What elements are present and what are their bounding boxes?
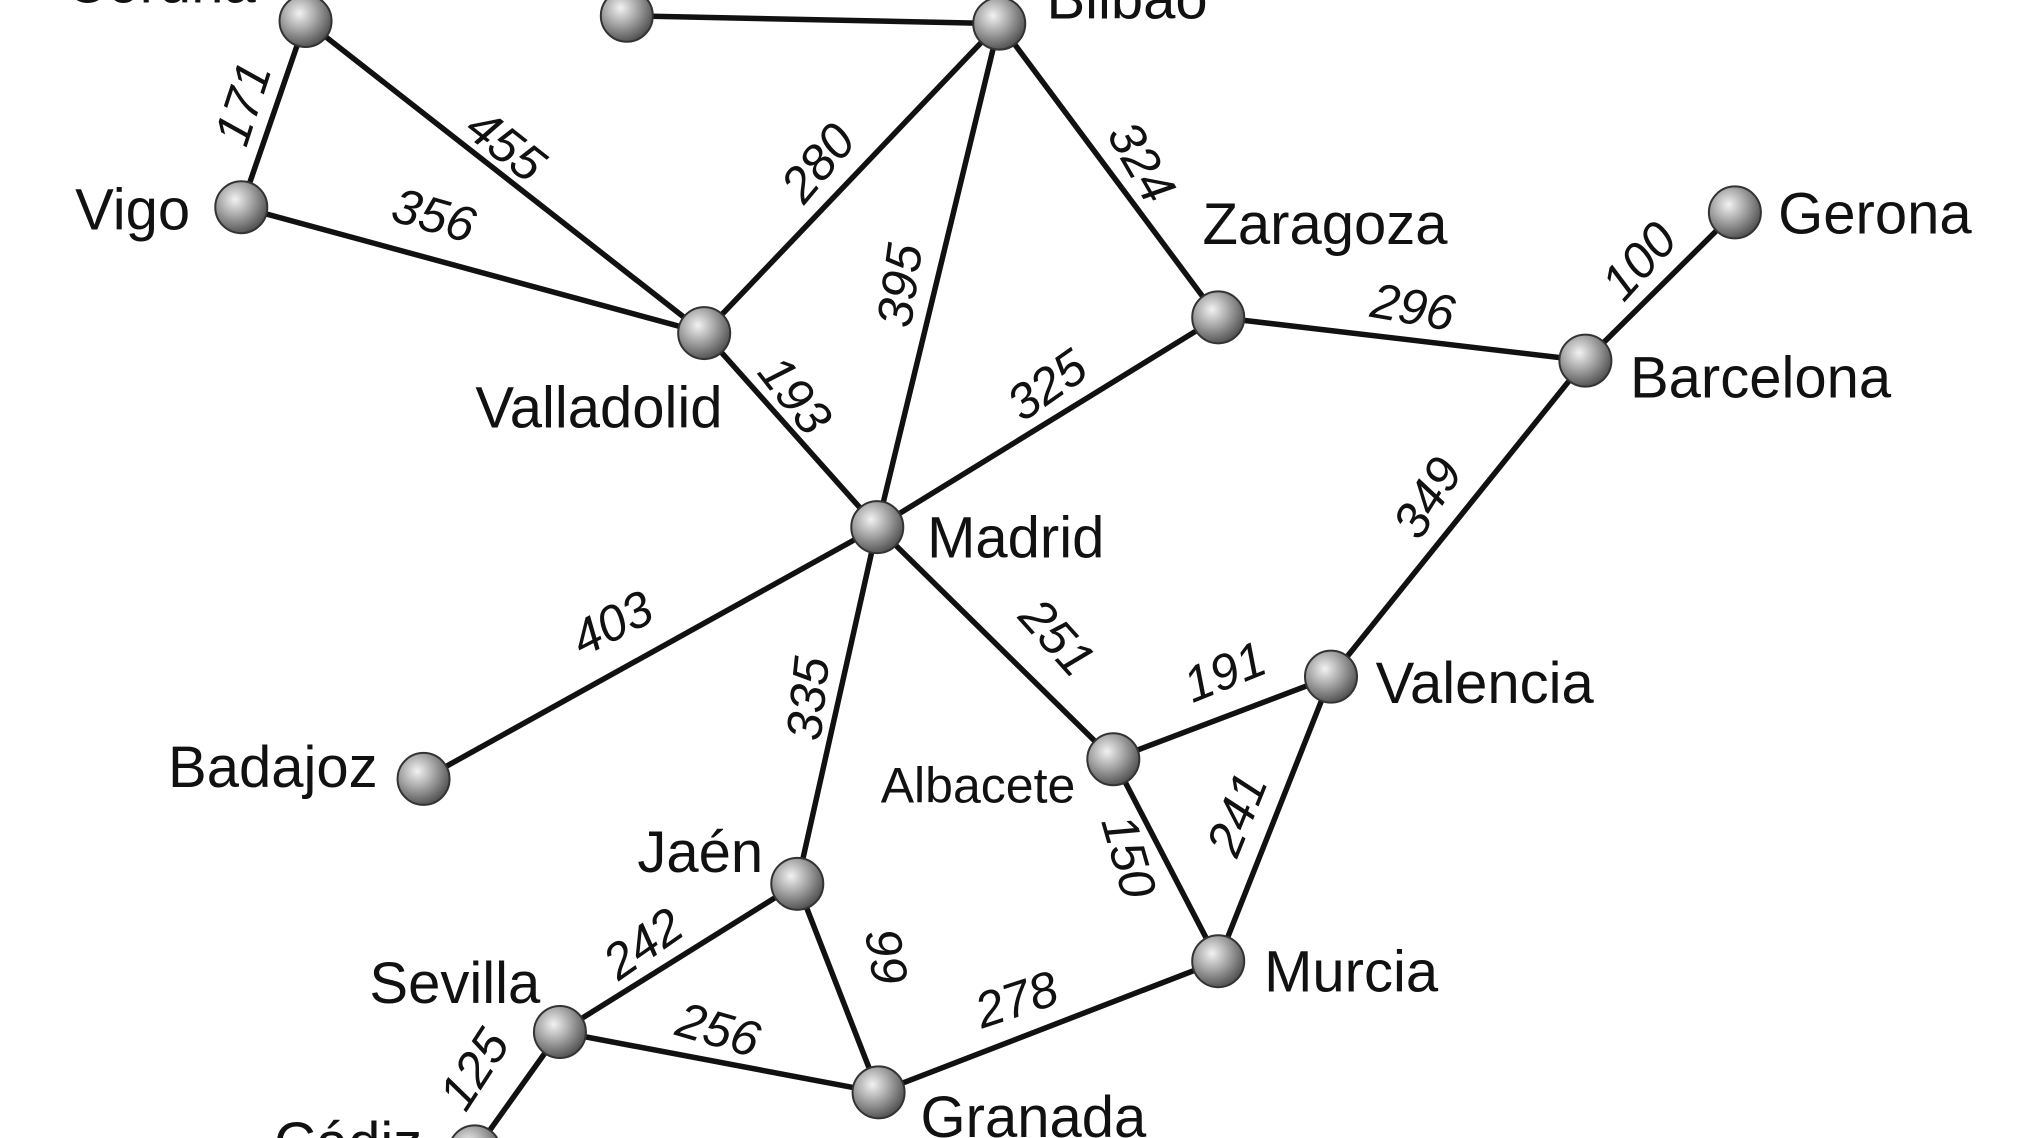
city-node-coruna [278, 0, 333, 48]
road-bilbao-zaragoza [996, 20, 1221, 321]
road-vigo-valladolid [238, 204, 707, 336]
city-node-oviedo [599, 0, 654, 43]
road-oviedo-bilbao [624, 12, 1002, 27]
city-label-sevilla: Sevilla [369, 951, 541, 1016]
road-granada-murcia [875, 958, 1221, 1096]
road-gerona-barcelona [1582, 209, 1738, 364]
road-bilbao-madrid [874, 20, 1002, 530]
road-albacete-valencia [1110, 673, 1334, 763]
road-albacete-murcia [1110, 756, 1221, 964]
distance-label-vigo-valladolid: 356 [386, 177, 482, 254]
city-node-sevilla [532, 1005, 587, 1060]
city-label-vigo: Vigo [75, 177, 190, 242]
distance-label-zaragoza-barcelona: 296 [1366, 272, 1459, 342]
road-coruna-valladolid [302, 18, 707, 336]
city-labels: Coruña BilbaoVigoValladolid Zaragoza Gerona… [65, 0, 1972, 1138]
distance-label-bilbao-zaragoza: 324 [1096, 112, 1186, 212]
road-madrid-albacete [874, 524, 1117, 763]
city-node-barcelona [1558, 333, 1613, 388]
city-label-madrid: Madrid [927, 505, 1104, 570]
road-valladolid-madrid [701, 330, 881, 530]
distance-label-albacete-valencia: 191 [1175, 630, 1273, 713]
city-node-vigo [214, 180, 269, 235]
city-node-valencia [1303, 649, 1358, 704]
road-jaen-granada [794, 881, 882, 1096]
distance-label-valladolid-madrid: 193 [747, 345, 843, 445]
city-node-badajoz [396, 751, 451, 806]
road-sevilla-granada [557, 1029, 882, 1096]
city-node-granada [851, 1065, 906, 1120]
city-label-bilbao: Bilbao [1046, 0, 1207, 31]
distance-label-gerona-barcelona: 100 [1590, 211, 1688, 311]
road-barcelona-valencia [1328, 357, 1589, 680]
city-label-albacete: Albacete [881, 758, 1076, 814]
city-node-albacete [1086, 732, 1141, 787]
city-label-murcia: Murcia [1264, 939, 1439, 1004]
distance-label-madrid-jaen: 335 [776, 654, 840, 743]
city-label-cadiz: Cádiz [274, 1111, 422, 1138]
distance-label-bilbao-madrid: 395 [866, 240, 933, 331]
road-zaragoza-barcelona [1215, 314, 1589, 364]
distance-label-coruna-valladolid: 455 [456, 97, 556, 193]
road-zaragoza-madrid [874, 314, 1221, 530]
city-node-gerona [1707, 185, 1762, 240]
road-madrid-badajoz [420, 524, 881, 782]
city-label-jaen: Jaén [637, 820, 763, 885]
road-coruna-vigo [238, 18, 309, 210]
city-label-coruna: Coruña [65, 0, 256, 16]
city-node-valladolid [677, 306, 732, 361]
city-node-bilbao [972, 0, 1027, 51]
city-nodes [214, 0, 1762, 1138]
distance-label-bilbao-valladolid: 280 [769, 113, 866, 214]
distance-label-coruna-vigo: 171 [203, 55, 282, 152]
distance-label-valencia-murcia: 241 [1195, 765, 1279, 864]
city-node-zaragoza [1191, 290, 1246, 345]
road-valencia-murcia [1215, 673, 1334, 964]
distance-label-jaen-granada: 99 [854, 924, 919, 989]
city-label-barcelona: Barcelona [1630, 345, 1892, 410]
distance-label-albacete-murcia: 150 [1090, 809, 1167, 905]
city-node-madrid [850, 500, 905, 555]
city-label-badajoz: Badajoz [168, 735, 378, 800]
distance-label-jaen-sevilla: 242 [592, 897, 693, 991]
city-label-gerona: Gerona [1778, 181, 1972, 246]
distance-label-zaragoza-madrid: 325 [997, 338, 1098, 432]
road-bilbao-valladolid [701, 20, 1002, 336]
road-jaen-sevilla [557, 881, 801, 1035]
city-label-valencia: Valencia [1376, 651, 1595, 716]
city-label-granada: Granada [921, 1085, 1147, 1138]
city-node-murcia [1191, 934, 1246, 989]
city-node-cadiz [451, 1124, 499, 1138]
city-label-valladolid: Valladolid [475, 375, 722, 440]
city-label-zaragoza: Zaragoza [1202, 192, 1448, 257]
city-node-jaen [770, 856, 825, 911]
road-madrid-jaen [794, 524, 881, 887]
distance-label-barcelona-valencia: 349 [1382, 447, 1474, 547]
